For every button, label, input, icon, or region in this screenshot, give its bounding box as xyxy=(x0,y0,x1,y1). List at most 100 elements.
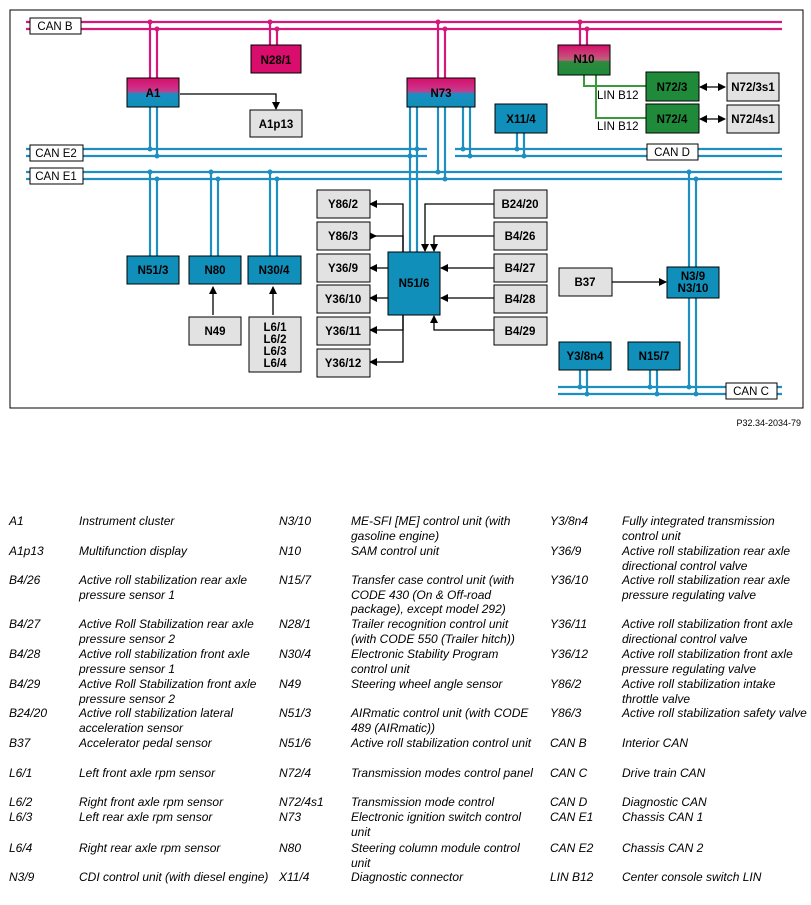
legend-description: Fully integrated transmission control un… xyxy=(622,514,775,543)
module-y3-8n4: Y3/8n4 xyxy=(566,351,604,363)
legend-description: Active roll stabilization control unit xyxy=(351,736,532,750)
lin-b12-top-label: LIN B12 xyxy=(597,90,639,102)
blue-connections xyxy=(148,107,698,394)
legend-code: L6/3 xyxy=(9,810,33,824)
module-y86-3: Y86/3 xyxy=(328,231,358,243)
legend-description: Active roll stabilization rear axle pres… xyxy=(79,573,248,602)
module-b37: B37 xyxy=(574,277,595,289)
module-y36-11: Y36/11 xyxy=(325,326,361,338)
lin-b12-lines xyxy=(583,75,646,119)
legend-description: Diagnostic connector xyxy=(351,870,464,884)
legend-code: LIN B12 xyxy=(550,870,594,884)
legend-code: Y86/3 xyxy=(550,706,582,720)
can-e2-bus xyxy=(26,147,427,158)
legend-description: Center console switch LIN xyxy=(622,870,762,884)
legend-code: CAN D xyxy=(550,795,588,809)
legend-description: Right front axle rpm sensor xyxy=(79,795,224,809)
legend-code: X11/4 xyxy=(279,870,310,884)
module-n3-9: N3/9 xyxy=(681,271,705,283)
legend-description: Accelerator pedal sensor xyxy=(79,736,212,750)
legend-description: Active Roll Stabilization rear axle pres… xyxy=(79,617,254,646)
legend-code: Y36/10 xyxy=(550,573,589,587)
legend-code: Y86/2 xyxy=(550,677,582,691)
legend-code: L6/2 xyxy=(9,795,33,809)
figure-code: P32.34-2034-79 xyxy=(736,418,801,428)
legend-code: N51/3 xyxy=(279,706,312,720)
can-d-label: CAN D xyxy=(654,147,690,159)
module-l6-2: L6/2 xyxy=(263,334,286,346)
legend-description: Steering column module control unit xyxy=(351,841,520,870)
legend-description: Left front axle rpm sensor xyxy=(79,766,216,780)
legend-description: Active roll stabilization lateral accele… xyxy=(79,706,234,735)
legend-code: B4/28 xyxy=(9,647,41,661)
legend-description: Active Roll Stabilization front axle pre… xyxy=(79,677,257,706)
legend-code: CAN E1 xyxy=(550,810,594,824)
legend-description: CDI control unit (with diesel engine) xyxy=(79,870,269,884)
legend-description: Interior CAN xyxy=(622,736,689,750)
modules: A1 N28/1 N73 N10 N72/3 N72/4 N72/3s1 N72… xyxy=(126,44,780,378)
legend-code: Y3/8n4 xyxy=(550,514,589,528)
legend-description: Active roll stabilization front axle pre… xyxy=(622,647,793,676)
module-n51-6: N51/6 xyxy=(399,278,430,290)
module-n49: N49 xyxy=(204,326,225,338)
legend-code: B4/29 xyxy=(9,677,41,691)
legend-code: N80 xyxy=(279,841,302,855)
module-n15-7: N15/7 xyxy=(639,351,670,363)
legend-description: Active roll stabilization rear axle dire… xyxy=(622,544,791,573)
module-n51-3: N51/3 xyxy=(138,265,169,277)
can-c-label: CAN C xyxy=(733,386,769,398)
legend-code: Y36/9 xyxy=(550,544,582,558)
module-x11-4: X11/4 xyxy=(506,114,536,126)
module-y36-12: Y36/12 xyxy=(325,358,361,370)
module-b4-27: B4/27 xyxy=(505,263,536,275)
legend-code: N49 xyxy=(279,677,302,691)
legend-description: Drive train CAN xyxy=(622,766,706,780)
legend-code: N28/1 xyxy=(279,617,312,631)
module-l6-1: L6/1 xyxy=(263,322,287,334)
legend-description: Transmission modes control panel xyxy=(351,766,533,780)
legend-description: AIRmatic control unit (with CODE 489 (AI… xyxy=(351,706,529,735)
module-b24-20: B24/20 xyxy=(501,199,538,211)
legend-description: Steering wheel angle sensor xyxy=(351,677,503,691)
module-y36-9: Y36/9 xyxy=(328,263,358,275)
bus-labels: CAN B CAN E2 CAN E1 CAN D CAN C LIN B12 … xyxy=(29,17,778,400)
legend-code: A1p13 xyxy=(9,544,44,558)
legend-description: Active roll stabilization intake throttl… xyxy=(622,677,776,706)
legend-description: Diagnostic CAN xyxy=(622,795,707,809)
module-a1: A1 xyxy=(146,88,161,100)
legend-code: Y36/12 xyxy=(550,647,589,661)
legend-code: A1 xyxy=(9,514,24,528)
lin-b12-bottom-label: LIN B12 xyxy=(597,121,639,133)
legend-description: Trailer recognition control unit (with C… xyxy=(351,617,515,646)
legend-description: SAM control unit xyxy=(351,544,440,558)
legend-description: Transfer case control unit (with CODE 43… xyxy=(351,573,515,616)
legend-code: L6/4 xyxy=(9,841,33,855)
legend-description: ME-SFI [ME] control unit (with gasoline … xyxy=(351,514,511,543)
network-diagram: CAN B CAN E2 CAN E1 CAN D CAN C LIN B12 … xyxy=(9,9,804,409)
module-b4-28: B4/28 xyxy=(505,294,536,306)
legend-code: CAN C xyxy=(550,766,588,780)
legend-description: Electronic Stability Program control uni… xyxy=(351,647,499,676)
legend-code: B24/20 xyxy=(9,706,48,720)
module-b4-29: B4/29 xyxy=(505,326,536,338)
legend-code: N51/6 xyxy=(279,736,312,750)
module-n10: N10 xyxy=(573,54,594,66)
legend-code: L6/1 xyxy=(9,766,33,780)
legend-description: Chassis CAN 1 xyxy=(622,810,704,824)
can-e1-label: CAN E1 xyxy=(35,171,77,183)
legend-description: Left rear axle rpm sensor xyxy=(79,810,213,824)
module-y36-10: Y36/10 xyxy=(325,294,361,306)
legend-code: N30/4 xyxy=(279,647,312,661)
module-n30-4: N30/4 xyxy=(259,265,290,277)
legend-code: B4/26 xyxy=(9,573,41,587)
module-n80: N80 xyxy=(204,265,225,277)
legend-code: CAN B xyxy=(550,736,587,750)
signal-arrows xyxy=(180,83,726,366)
legend-description: Electronic ignition switch control unit xyxy=(351,810,522,839)
legend-description: Transmission mode control xyxy=(351,795,495,809)
legend-code: N15/7 xyxy=(279,573,312,587)
blue-junctions xyxy=(147,146,699,397)
legend-description: Active roll stabilization safety valve xyxy=(622,706,807,720)
can-b-junctions xyxy=(147,19,590,32)
